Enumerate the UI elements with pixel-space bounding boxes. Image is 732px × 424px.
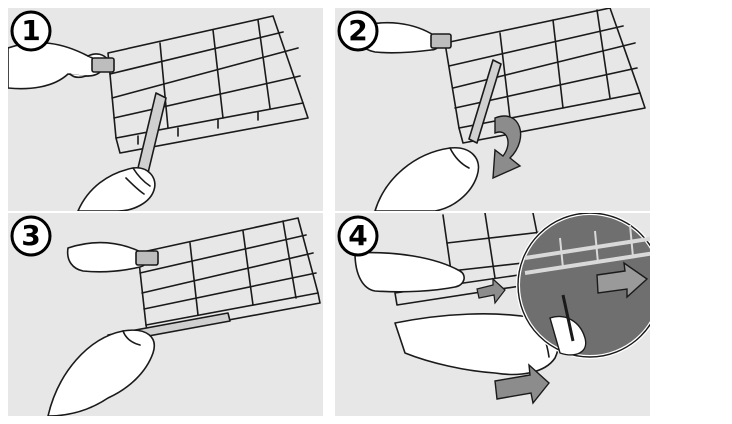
tool-handle bbox=[468, 59, 502, 144]
hand bbox=[374, 147, 480, 211]
step-2-illustration bbox=[354, 8, 646, 211]
hand bbox=[47, 329, 155, 416]
step-2-panel: 2 bbox=[335, 8, 650, 211]
push-arrow bbox=[476, 277, 506, 305]
hand bbox=[77, 167, 156, 211]
coupling-clip bbox=[91, 57, 115, 73]
step-number: 1 bbox=[21, 14, 41, 47]
step-number-badge: 1 bbox=[8, 8, 54, 54]
coupling-clip bbox=[135, 250, 159, 266]
step-number: 2 bbox=[348, 14, 368, 47]
step-3-panel: 3 bbox=[8, 213, 323, 416]
step-4-panel: 4 bbox=[335, 213, 650, 416]
wire-mesh-cable-tray bbox=[444, 8, 646, 144]
step-number: 4 bbox=[348, 219, 368, 252]
coupling-clip bbox=[430, 33, 452, 49]
hand bbox=[354, 251, 465, 293]
step-number: 3 bbox=[21, 219, 41, 252]
step-number-badge: 4 bbox=[335, 213, 381, 259]
step-4-illustration bbox=[354, 213, 650, 405]
magnified-detail bbox=[516, 213, 650, 359]
push-arrow bbox=[494, 363, 550, 405]
step-number-badge: 3 bbox=[8, 213, 54, 259]
step-1-illustration bbox=[8, 15, 309, 211]
rotate-arrow bbox=[492, 115, 522, 180]
wire-mesh-cable-tray bbox=[107, 15, 309, 154]
step-3-illustration bbox=[47, 217, 321, 416]
step-number-badge: 2 bbox=[335, 8, 381, 54]
hand bbox=[66, 241, 149, 273]
step-1-panel: 1 bbox=[8, 8, 323, 211]
